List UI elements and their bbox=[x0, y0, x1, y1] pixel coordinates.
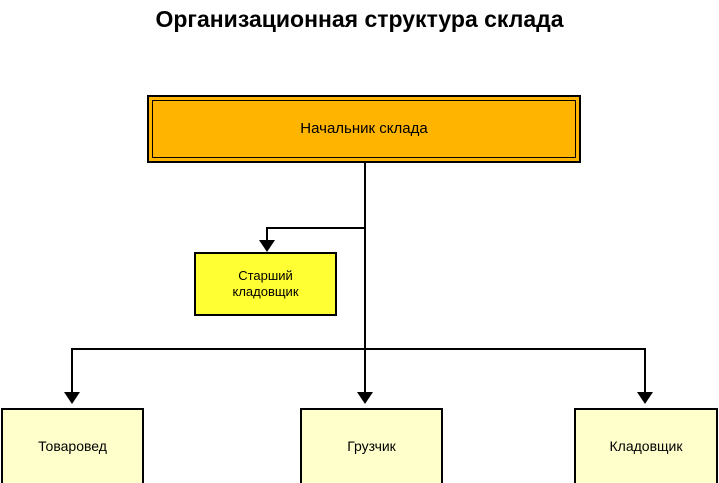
connector-distribution-bar bbox=[71, 348, 646, 350]
node-storekeeper-label: Кладовщик bbox=[609, 438, 683, 455]
connector-trunk-vertical bbox=[364, 163, 366, 350]
node-senior-storekeeper[interactable]: Старший кладовщик bbox=[194, 252, 337, 316]
connector-senior-vertical bbox=[266, 227, 268, 245]
node-root-inner-border: Начальник склада bbox=[152, 100, 576, 158]
connector-drop-loader bbox=[364, 348, 366, 396]
arrow-to-loader bbox=[357, 392, 373, 404]
connector-senior-horizontal bbox=[266, 227, 366, 229]
node-merchandiser-label: Товаровед bbox=[38, 438, 107, 455]
page-title: Организационная структура склада bbox=[155, 6, 564, 32]
connector-drop-merchandiser bbox=[71, 348, 73, 396]
arrow-to-senior-storekeeper bbox=[259, 240, 275, 252]
connector-drop-storekeeper bbox=[644, 348, 646, 396]
node-merchandiser[interactable]: Товаровед bbox=[1, 408, 144, 483]
node-storekeeper[interactable]: Кладовщик bbox=[574, 408, 718, 483]
arrow-to-merchandiser bbox=[64, 392, 80, 404]
node-senior-storekeeper-label: Старший кладовщик bbox=[232, 268, 298, 301]
node-root[interactable]: Начальник склада bbox=[147, 95, 581, 163]
node-senior-storekeeper-label-line1: Старший bbox=[238, 267, 293, 283]
node-loader-label: Грузчик bbox=[347, 438, 396, 455]
node-senior-storekeeper-label-line2: кладовщик bbox=[232, 284, 299, 299]
node-root-label: Начальник склада bbox=[300, 119, 428, 137]
arrow-to-storekeeper bbox=[637, 392, 653, 404]
node-loader[interactable]: Грузчик bbox=[300, 408, 443, 483]
